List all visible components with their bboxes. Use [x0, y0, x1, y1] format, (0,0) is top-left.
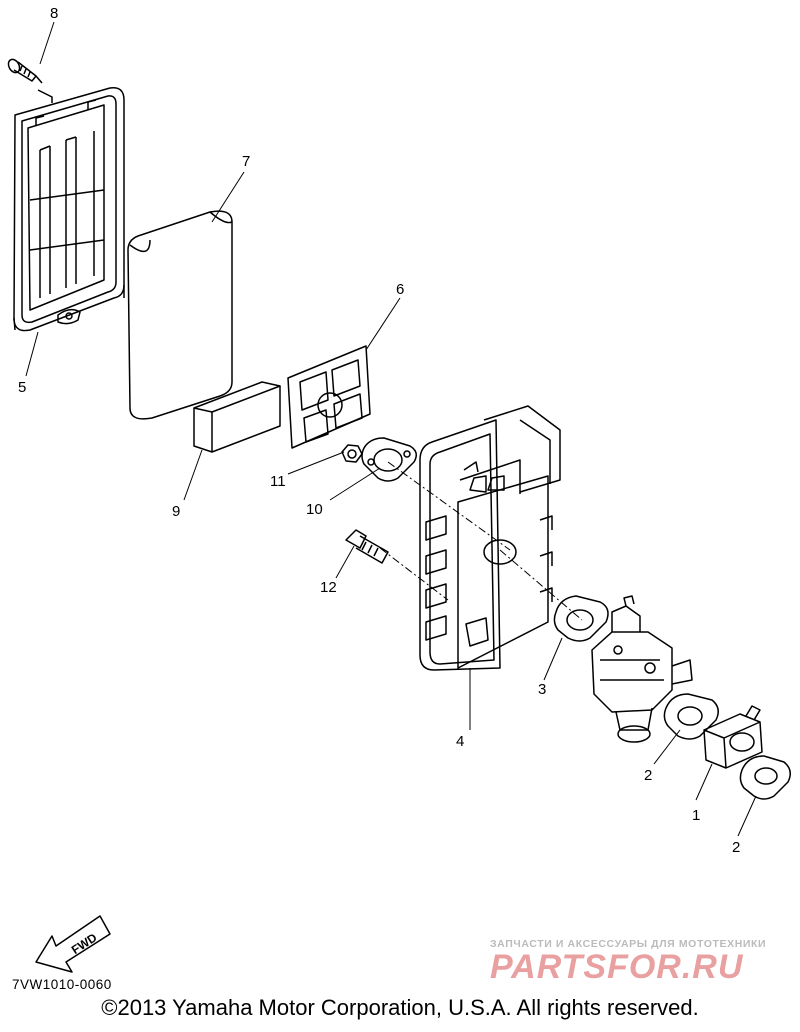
- callout-12: 12: [320, 579, 337, 596]
- callout-4: 4: [456, 733, 464, 750]
- watermark-logo: PARTSFOR.RU: [490, 948, 744, 986]
- watermark-tagline: ЗАПЧАСТИ И АКСЕССУАРЫ ДЛЯ МОТОТЕХНИКИ: [490, 938, 767, 950]
- callout-2: 2: [732, 839, 740, 856]
- bolt-part: [345, 529, 389, 564]
- copyright-notice: ©2013 Yamaha Motor Corporation, U.S.A. A…: [101, 995, 699, 1020]
- screen-plate-part: [287, 345, 371, 449]
- insulator-part: [703, 705, 763, 769]
- callout-6: 6: [396, 281, 404, 298]
- leader-lines: [25, 21, 757, 837]
- carburetor-assembly: [591, 595, 693, 743]
- gasket-top-part: [361, 437, 417, 482]
- callout-10: 10: [306, 501, 323, 518]
- callout-2: 2: [644, 767, 652, 784]
- callout-11: 11: [270, 473, 286, 490]
- nut-part: [341, 444, 363, 463]
- foam-block-part: [193, 381, 281, 453]
- forward-arrow-icon: [35, 915, 111, 973]
- filter-element-part: [127, 210, 233, 420]
- callout-1: 1: [692, 807, 700, 824]
- alignment-lines: [379, 461, 583, 621]
- callout-8: 8: [50, 5, 58, 22]
- callout-7: 7: [242, 153, 250, 170]
- callout-3: 3: [538, 681, 546, 698]
- gasket-mid-part: [553, 595, 609, 642]
- callout-labels: 1 2 2 3 4 5 6 7 8 9 10 11 12 FWD: [18, 5, 740, 957]
- filter-case-part: [419, 405, 561, 671]
- filter-cover-part: [13, 87, 125, 332]
- gasket-end-part: [739, 755, 791, 800]
- diagram-code: 7VW1010-0060: [12, 977, 112, 992]
- screw-part: [7, 58, 43, 84]
- callout-9: 9: [172, 503, 180, 520]
- callout-5: 5: [18, 379, 26, 396]
